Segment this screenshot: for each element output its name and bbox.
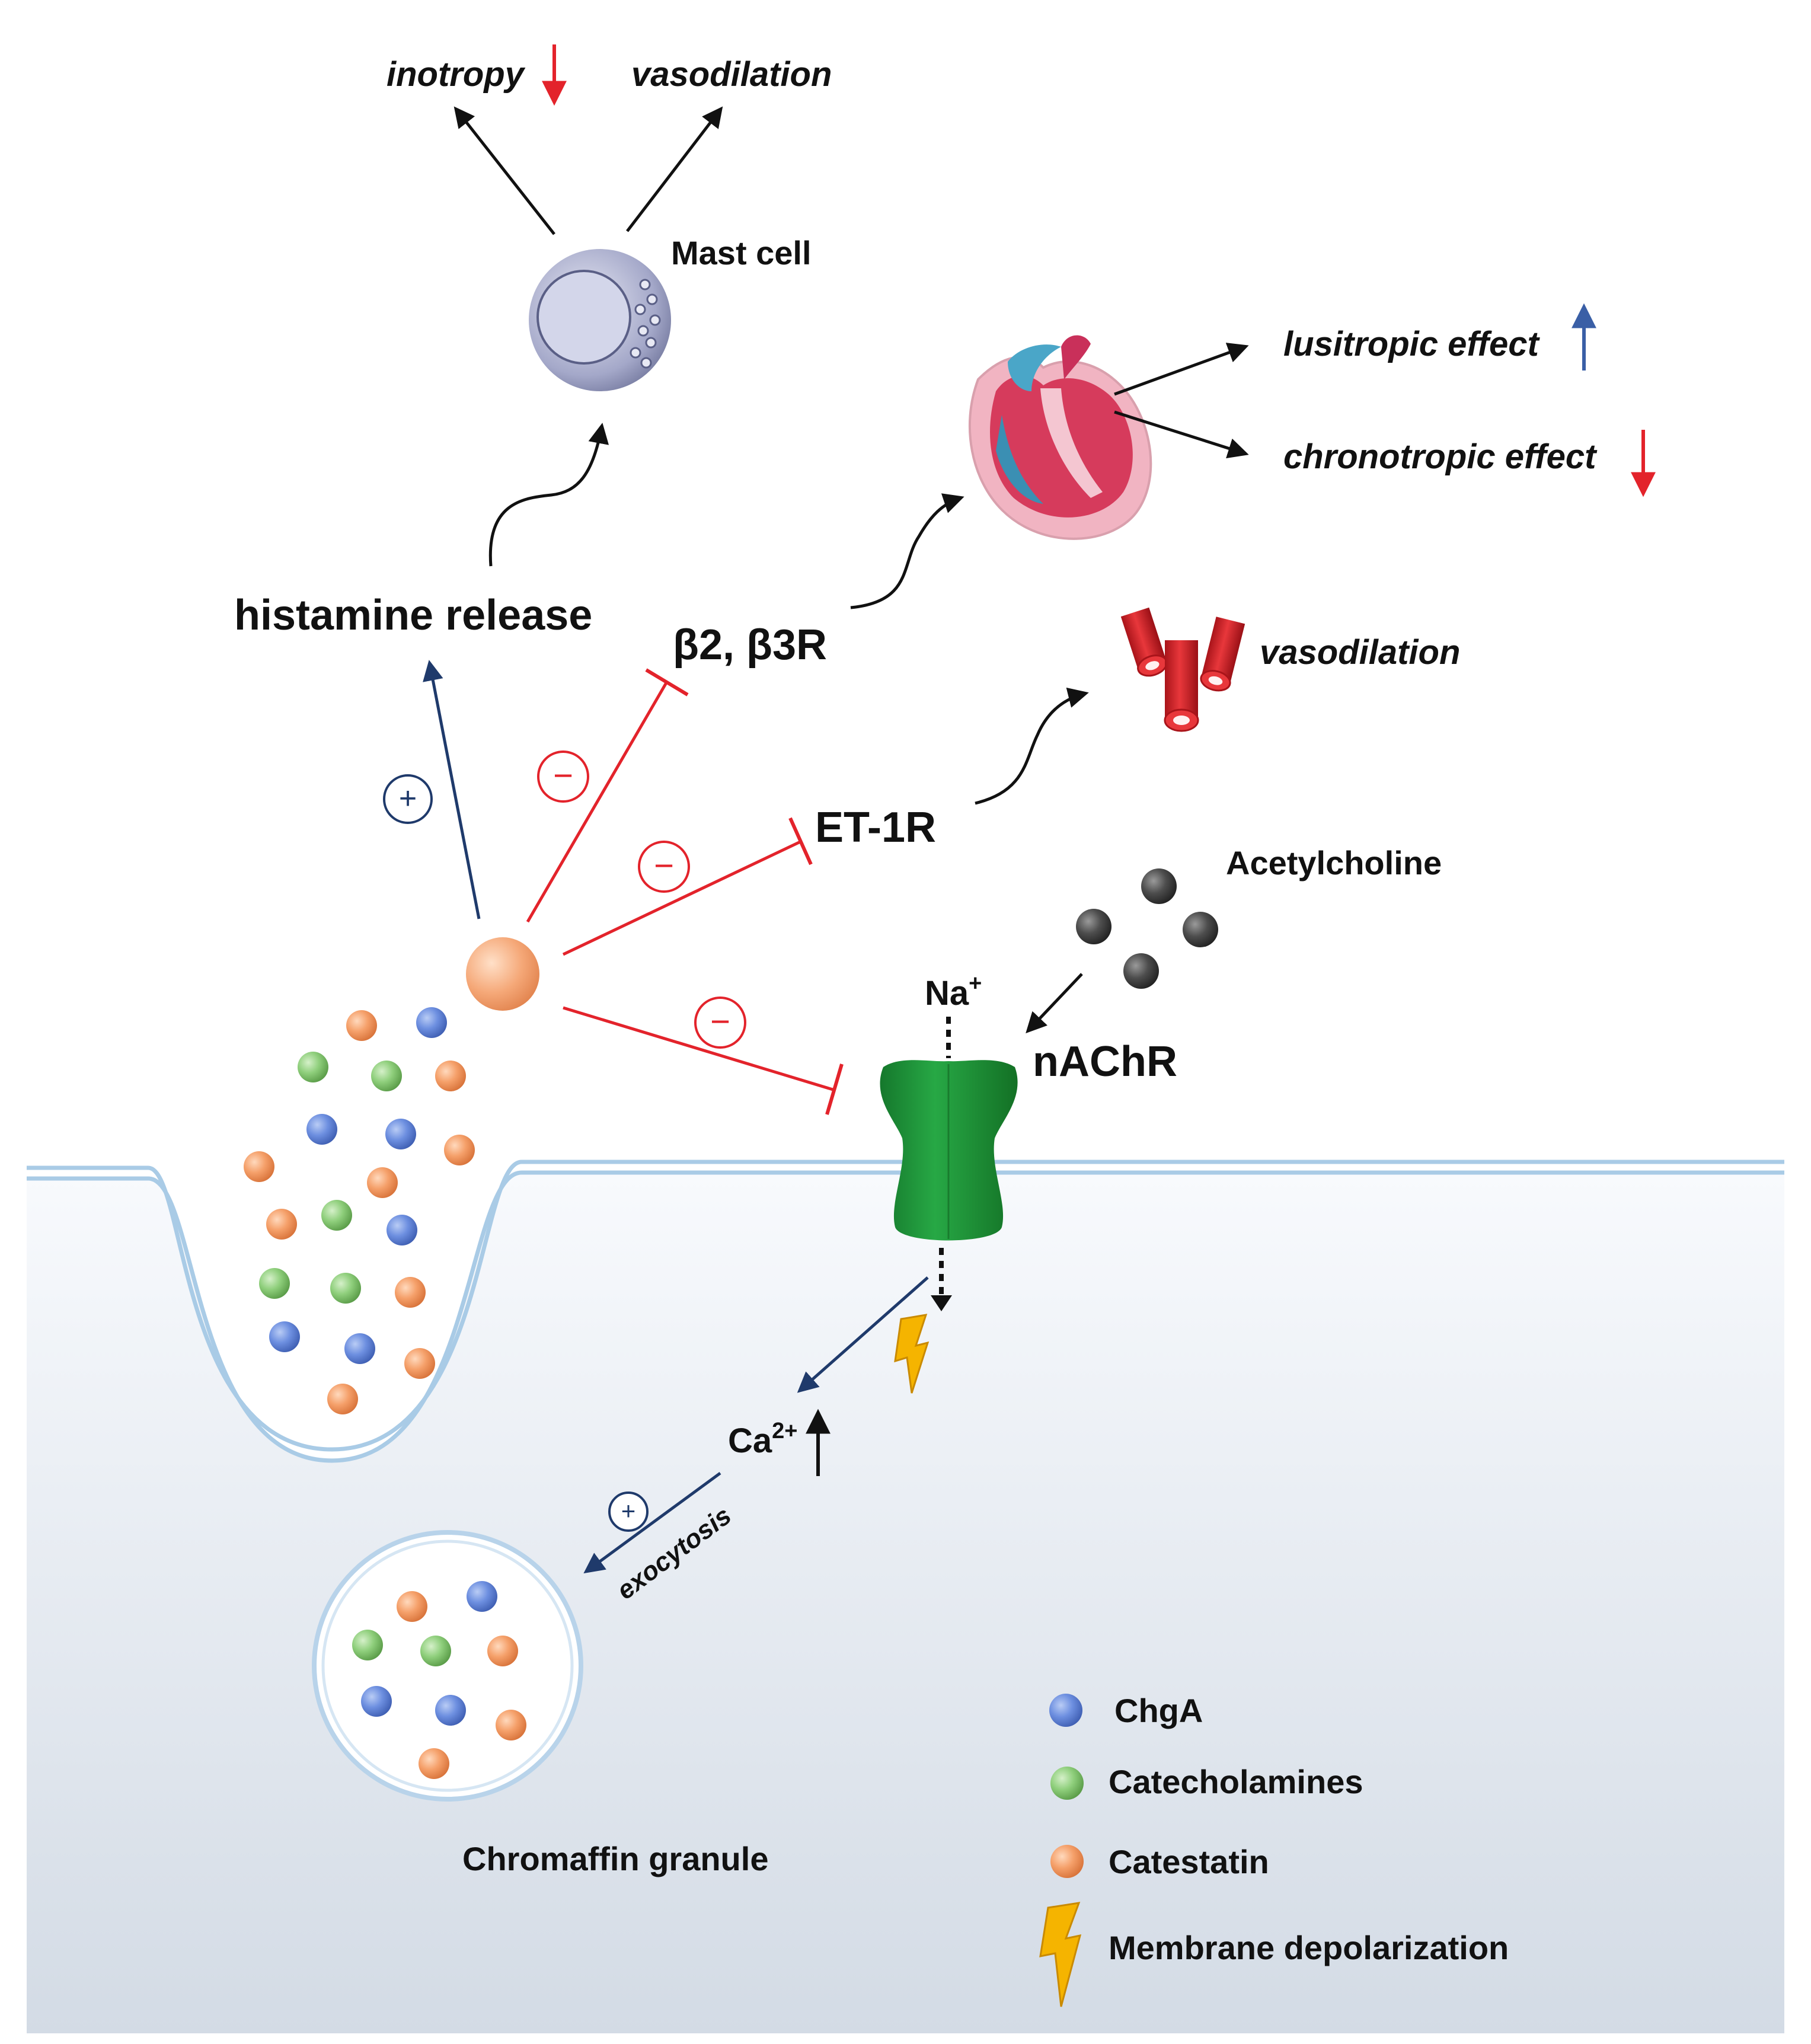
arrow-histamine-to-mast-cell <box>488 423 609 567</box>
arrow-to-lusitropic <box>1114 343 1249 396</box>
arrow-to-chronotropic <box>1114 410 1249 459</box>
arrow-acetylcholine-to-nachr <box>1026 973 1083 1034</box>
arrow-to-calcium <box>797 1276 929 1393</box>
et1r-label: ET-1R <box>815 804 936 851</box>
plus-sign-exocytosis: + <box>608 1492 649 1532</box>
chromaffin-granule <box>312 1530 583 1802</box>
legend-depolarization-label: Membrane depolarization <box>1109 1929 1509 1966</box>
catestatin-molecule <box>466 937 539 1011</box>
cell-membrane-inner <box>27 1170 1784 1463</box>
svg-text:−: − <box>654 847 674 885</box>
svg-text:−: − <box>710 1002 730 1041</box>
acetylcholine-molecules <box>1076 868 1218 989</box>
calcium-label: Ca2+ <box>728 1419 797 1460</box>
legend-catestatin-swatch <box>1050 1845 1084 1878</box>
mast-cell-label: Mast cell <box>671 234 812 272</box>
vasodilation-vessel-label: vasodilation <box>1260 633 1460 672</box>
inotropy-label: inotropy <box>387 55 526 94</box>
arrow-exocytosis <box>583 1471 721 1574</box>
vasodilation-top-label: vasodilation <box>631 55 832 94</box>
inhibition-et1r: − <box>562 817 813 956</box>
nachr-receptor <box>880 1060 1018 1241</box>
arrow-to-vasodilation-top <box>626 106 723 232</box>
beta-receptors-label: β2, β3R <box>673 621 827 669</box>
heart-illustration <box>968 335 1152 540</box>
histamine-release-label: histamine release <box>234 592 592 639</box>
legend-catecholamines-swatch <box>1050 1767 1084 1800</box>
arrow-beta-to-heart <box>850 493 964 609</box>
legend-catestatin-label: Catestatin <box>1109 1843 1269 1880</box>
lusitropic-label: lusitropic effect <box>1283 325 1540 363</box>
legend-catecholamines-label: Catecholamines <box>1109 1763 1363 1800</box>
legend-chga-label: ChgA <box>1114 1692 1203 1729</box>
nachr-label: nAChR <box>1033 1038 1177 1085</box>
released-granules <box>244 1007 475 1414</box>
mast-cell <box>529 249 671 391</box>
acetylcholine-label: Acetylcholine <box>1226 844 1442 882</box>
cell-cytoplasm <box>27 1160 1784 2033</box>
inhibition-nachr: − <box>563 997 844 1115</box>
inhibition-beta-receptors: − <box>526 668 689 923</box>
sodium-label: Na+ <box>925 971 982 1013</box>
chronotropic-label: chronotropic effect <box>1283 437 1598 476</box>
activation-arrow-histamine <box>423 660 481 919</box>
arrow-et1r-to-vessels <box>975 687 1089 805</box>
lightning-bolt-icon <box>894 1314 930 1394</box>
svg-text:+: + <box>399 781 417 816</box>
ion-flux-arrowhead <box>931 1295 952 1311</box>
legend-chga-swatch <box>1049 1694 1082 1727</box>
legend-lightning-bolt-icon <box>1039 1902 1082 2007</box>
svg-text:−: − <box>553 756 573 795</box>
svg-text:+: + <box>621 1497 636 1525</box>
blood-vessels-illustration <box>1120 607 1245 732</box>
cell-membrane-outer <box>27 1160 1784 1452</box>
legend: ChgA Catecholamines Catestatin Membrane … <box>1039 1692 1509 2007</box>
plus-sign-histamine: + <box>383 774 433 824</box>
chromaffin-granule-label: Chromaffin granule <box>462 1840 768 1877</box>
arrow-to-inotropy <box>453 106 555 235</box>
